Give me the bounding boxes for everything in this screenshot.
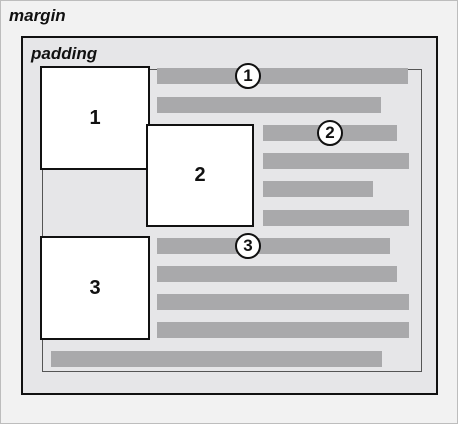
float-box-3: 3 <box>40 236 150 340</box>
margin-label: margin <box>9 6 66 25</box>
text-line <box>157 266 397 282</box>
text-line <box>263 210 409 226</box>
float-box-2: 2 <box>146 124 254 227</box>
text-line <box>157 238 390 254</box>
text-line <box>157 97 381 113</box>
text-line <box>157 322 409 338</box>
text-line <box>263 153 409 169</box>
float-box-1: 1 <box>40 66 150 170</box>
text-line <box>157 68 408 84</box>
marker-2: 2 <box>317 120 343 146</box>
padding-label: padding <box>31 44 98 63</box>
marker-3: 3 <box>235 233 261 259</box>
marker-1: 1 <box>235 63 261 89</box>
text-line <box>263 181 373 197</box>
text-line <box>51 351 382 367</box>
padding-area: padding 1 2 3 1 2 3 <box>21 36 438 395</box>
text-line <box>157 294 409 310</box>
